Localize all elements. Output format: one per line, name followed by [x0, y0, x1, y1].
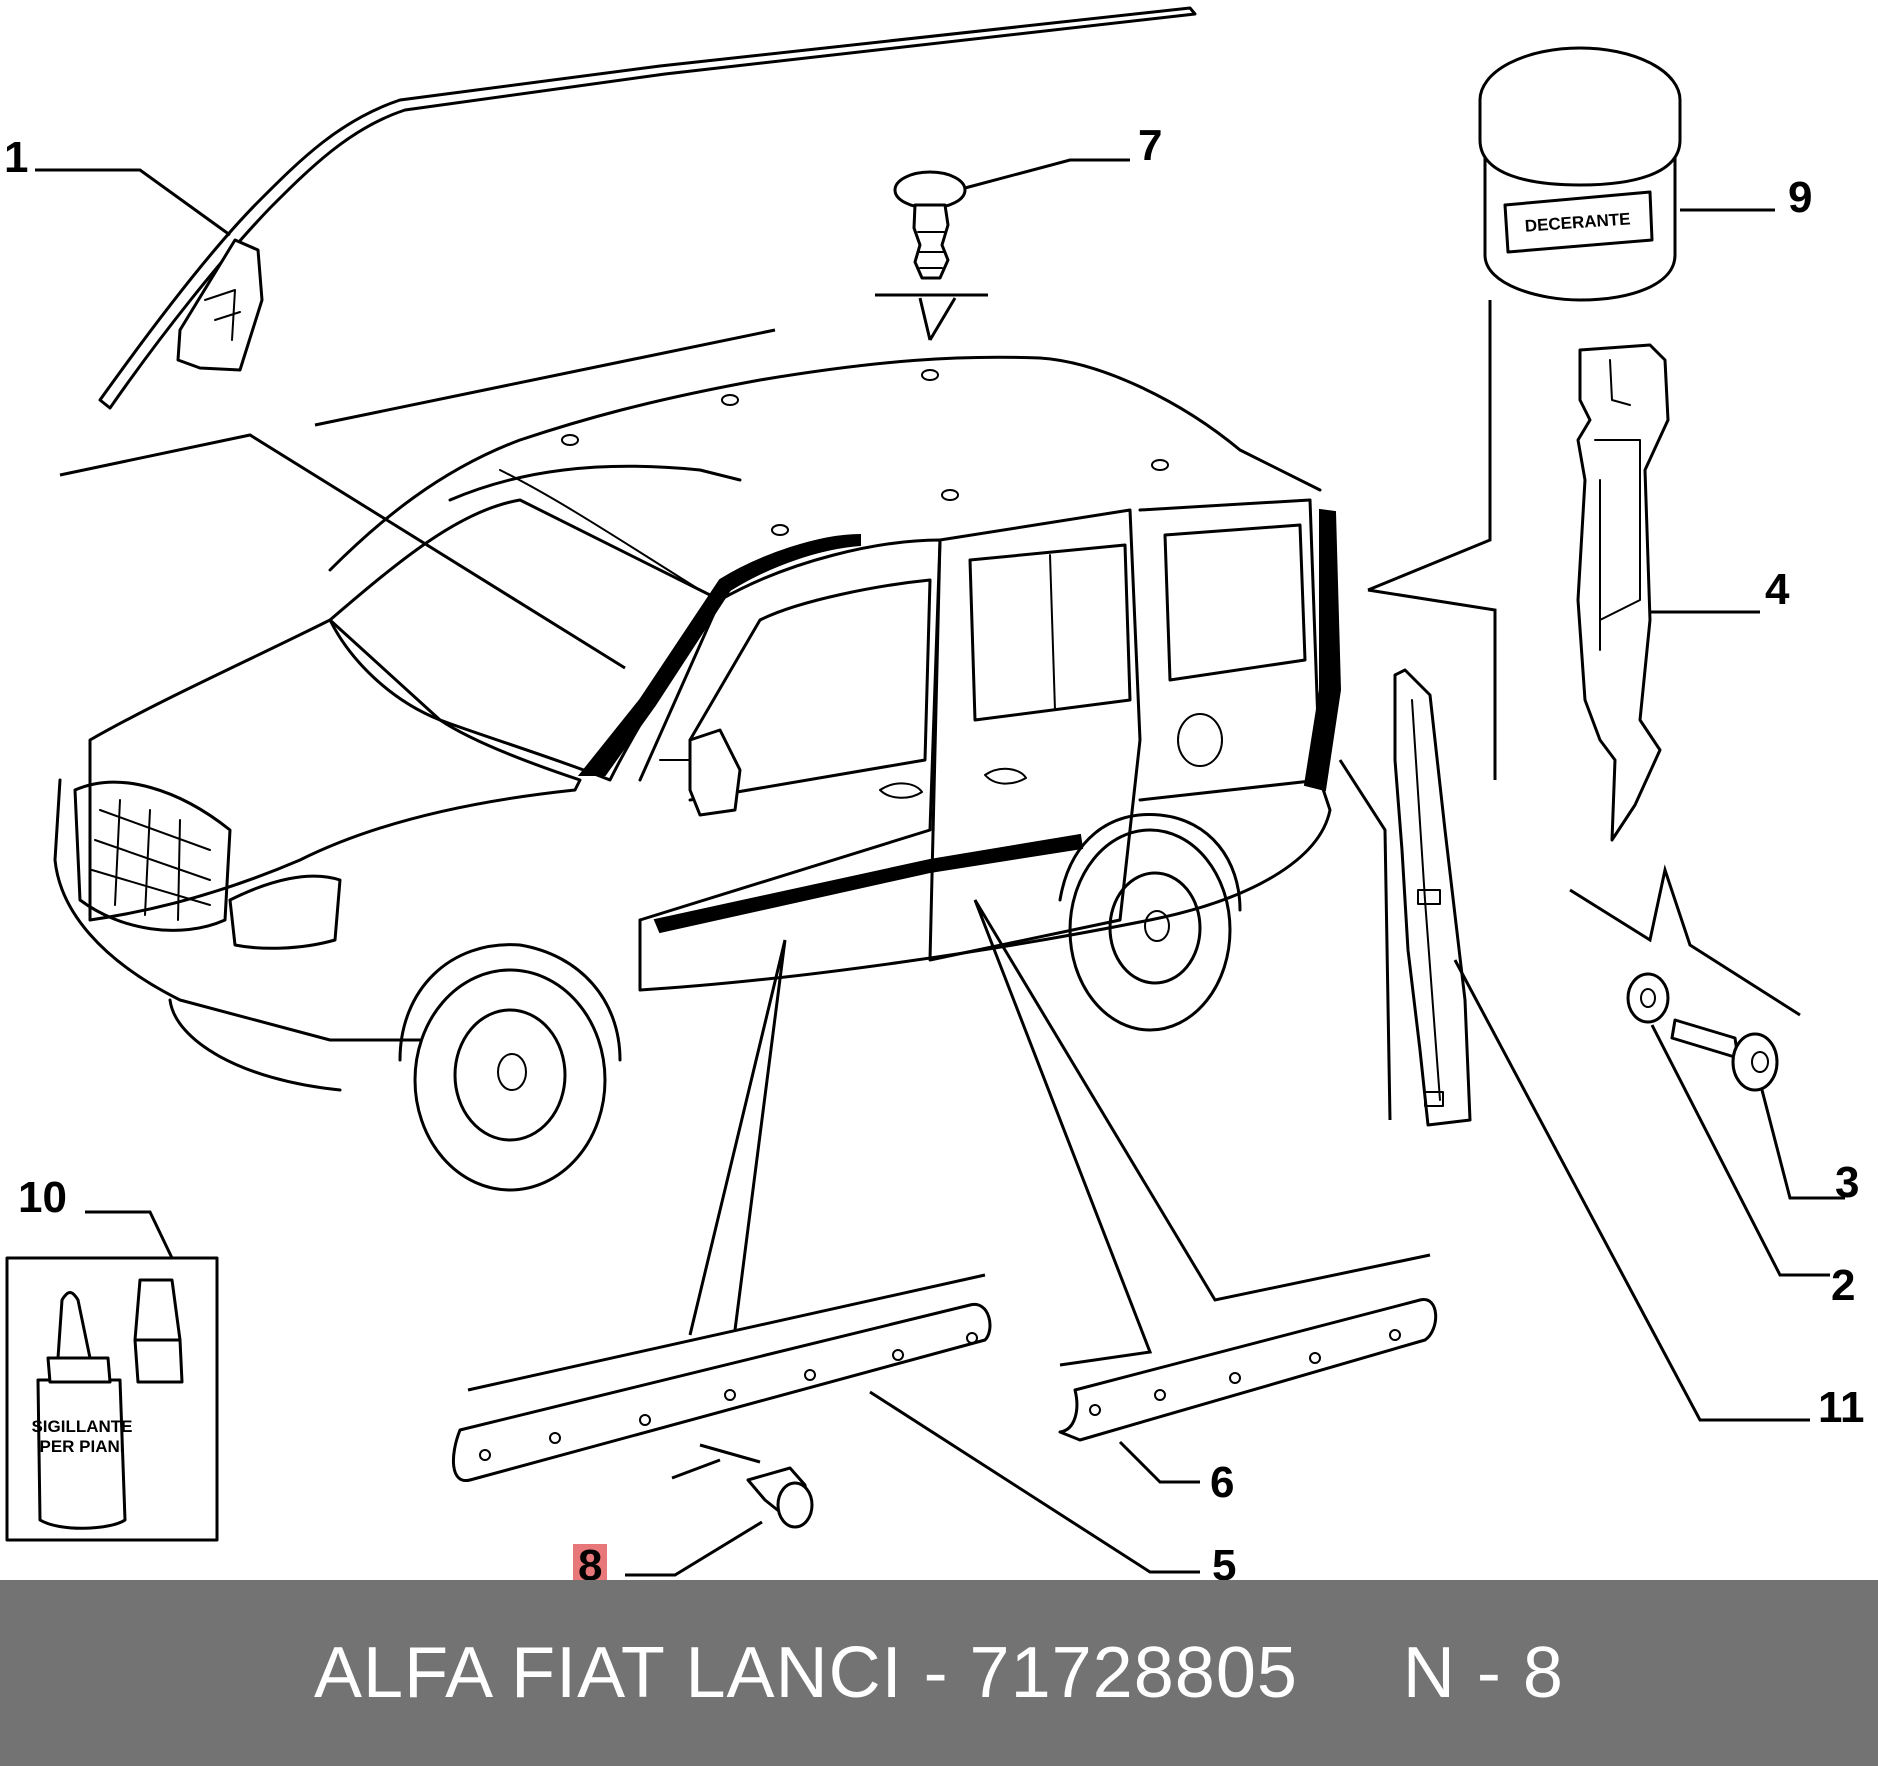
leader-lines [35, 158, 1845, 1577]
callouts: 1 2 3 4 5 6 7 8 9 10 11 [4, 121, 1865, 1580]
van-illustration [53, 293, 1801, 1192]
callout-10: 10 [18, 1173, 67, 1222]
part-10-sealant-kit: SIGILLANTE PER PIANI [5, 1256, 219, 1542]
part-1-pillar-moulding [98, 6, 1197, 410]
part-3-bolt [1670, 1018, 1779, 1092]
callout-8-highlight [573, 1544, 607, 1580]
bottle-label-line1: SIGILLANTE [31, 1417, 132, 1436]
callout-8: 8 [578, 1541, 602, 1580]
part-2-washer [1626, 972, 1670, 1024]
callout-3: 3 [1835, 1158, 1859, 1207]
callout-2: 2 [1831, 1261, 1855, 1310]
callout-11: 11 [1818, 1383, 1865, 1432]
callout-5: 5 [1212, 1541, 1236, 1580]
callout-1: 1 [4, 133, 28, 182]
callout-6: 6 [1210, 1458, 1234, 1507]
callout-9: 9 [1788, 173, 1812, 222]
part-5-front-door-moulding [451, 939, 992, 1482]
part-11-rear-strip [1393, 668, 1472, 1127]
footer-bar: ALFA FIAT LANCI - 71728805 N - 8 [0, 1580, 1878, 1766]
part-4-pillar-trim [1576, 343, 1670, 842]
part-6-sliding-door-moulding [973, 899, 1438, 1442]
part-9-degreaser-can: DECERANTE [1478, 46, 1682, 302]
footer-part-number: ALFA FIAT LANCI - 71728805 N - 8 [314, 1633, 1564, 1713]
callout-4: 4 [1765, 565, 1790, 614]
bottle-label-line2: PER PIANI [39, 1437, 124, 1456]
part-8-retainer [671, 1443, 814, 1529]
parts-diagram: DECERANTE [4, 6, 1865, 1580]
part-7-clip [893, 170, 967, 280]
callout-7: 7 [1138, 121, 1162, 170]
